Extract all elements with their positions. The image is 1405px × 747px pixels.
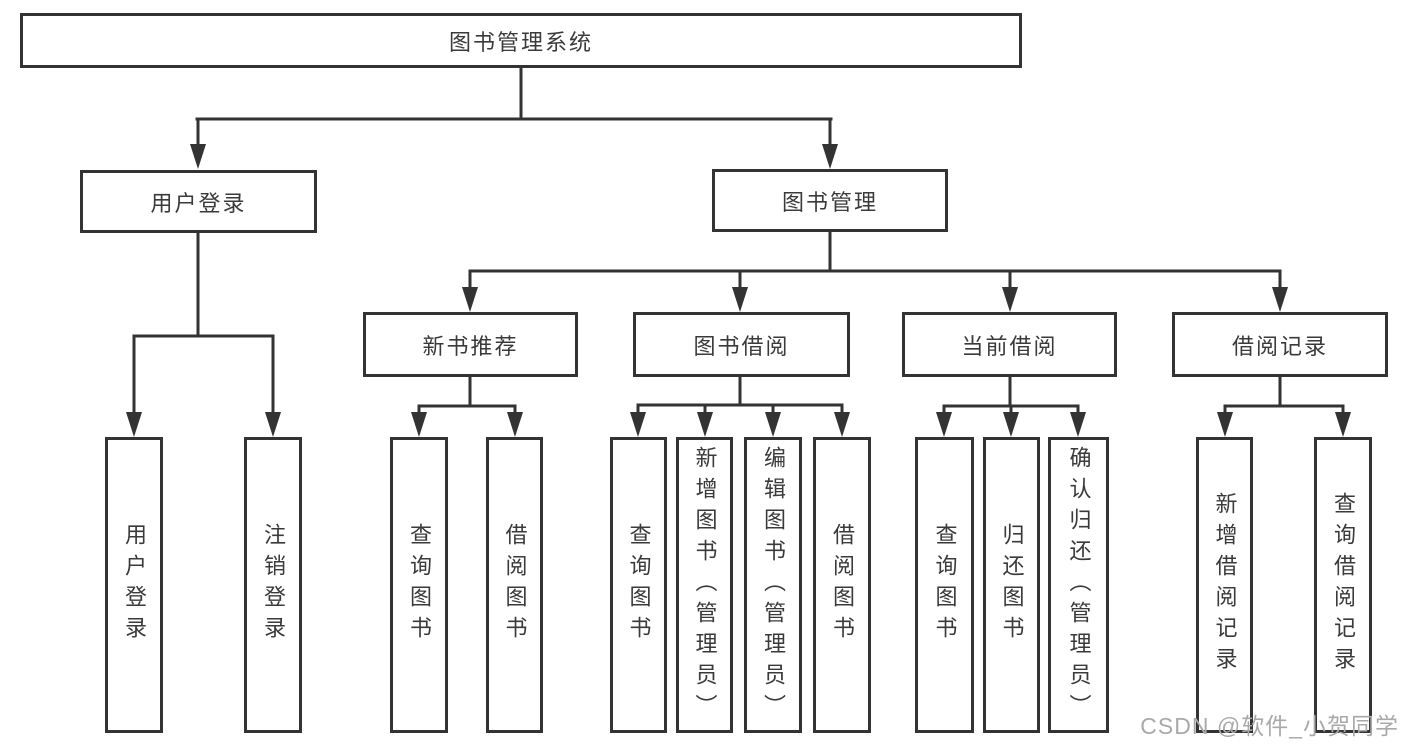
node-leaf-query-books-2: 查询图书: [610, 437, 667, 733]
leaf-label: 借阅图书: [830, 523, 855, 647]
leaf-label: 编辑图书（管理员）: [761, 445, 786, 725]
node-leaf-borrow-books-2: 借阅图书: [813, 437, 871, 733]
connector-records-to-leaves: [1223, 375, 1345, 416]
node-leaf-add-books-admin: 新增图书（管理员）: [676, 437, 733, 733]
node-borrowing-records: 借阅记录: [1172, 312, 1388, 377]
node-book-management: 图书管理: [712, 169, 948, 232]
arrowheads: [126, 144, 1351, 437]
node-leaf-borrow-books-1: 借阅图书: [486, 437, 543, 733]
node-leaf-confirm-return-admin: 确认归还（管理员）: [1048, 437, 1109, 733]
node-leaf-edit-books-admin: 编辑图书（管理员）: [744, 437, 802, 733]
leaf-label: 查询图书: [932, 523, 958, 647]
connector-current-to-leaves: [942, 375, 1080, 416]
connector-borrow-to-leaves: [636, 375, 844, 416]
connector-bookmgmt-to-level3: [468, 230, 1282, 291]
leaf-label: 查询图书: [407, 523, 432, 647]
node-leaf-user-login: 用户登录: [105, 437, 163, 733]
connector-newbooks-to-leaves: [417, 375, 517, 416]
leaf-label: 确认归还（管理员）: [1066, 445, 1092, 725]
node-leaf-query-books-1: 查询图书: [390, 437, 448, 733]
leaf-label: 借阅图书: [502, 523, 528, 647]
leaf-label: 新增借阅记录: [1212, 492, 1238, 678]
connector-root-to-level2: [195, 66, 833, 148]
node-leaf-add-borrow-record: 新增借阅记录: [1196, 437, 1253, 733]
node-root: 图书管理系统: [20, 13, 1022, 68]
leaf-label: 新增图书（管理员）: [692, 445, 718, 725]
node-leaf-query-borrow-record: 查询借阅记录: [1314, 437, 1372, 733]
node-new-book-recommend: 新书推荐: [363, 312, 578, 377]
leaf-label: 归还图书: [999, 523, 1025, 647]
csdn-watermark: CSDN @软件_小贺同学: [1140, 713, 1399, 739]
node-current-borrowing: 当前借阅: [902, 312, 1117, 377]
leaf-label: 查询借阅记录: [1331, 492, 1356, 678]
node-leaf-return-books: 归还图书: [983, 437, 1040, 733]
node-book-borrowing: 图书借阅: [633, 312, 850, 377]
connector-userlogin-to-leaves: [132, 231, 275, 416]
leaf-label: 注销登录: [261, 523, 286, 647]
leaf-label: 用户登录: [122, 523, 147, 647]
node-user-login: 用户登录: [80, 170, 317, 233]
node-leaf-query-books-3: 查询图书: [915, 437, 974, 733]
node-leaf-logout: 注销登录: [244, 437, 302, 733]
leaf-label: 查询图书: [626, 523, 652, 647]
